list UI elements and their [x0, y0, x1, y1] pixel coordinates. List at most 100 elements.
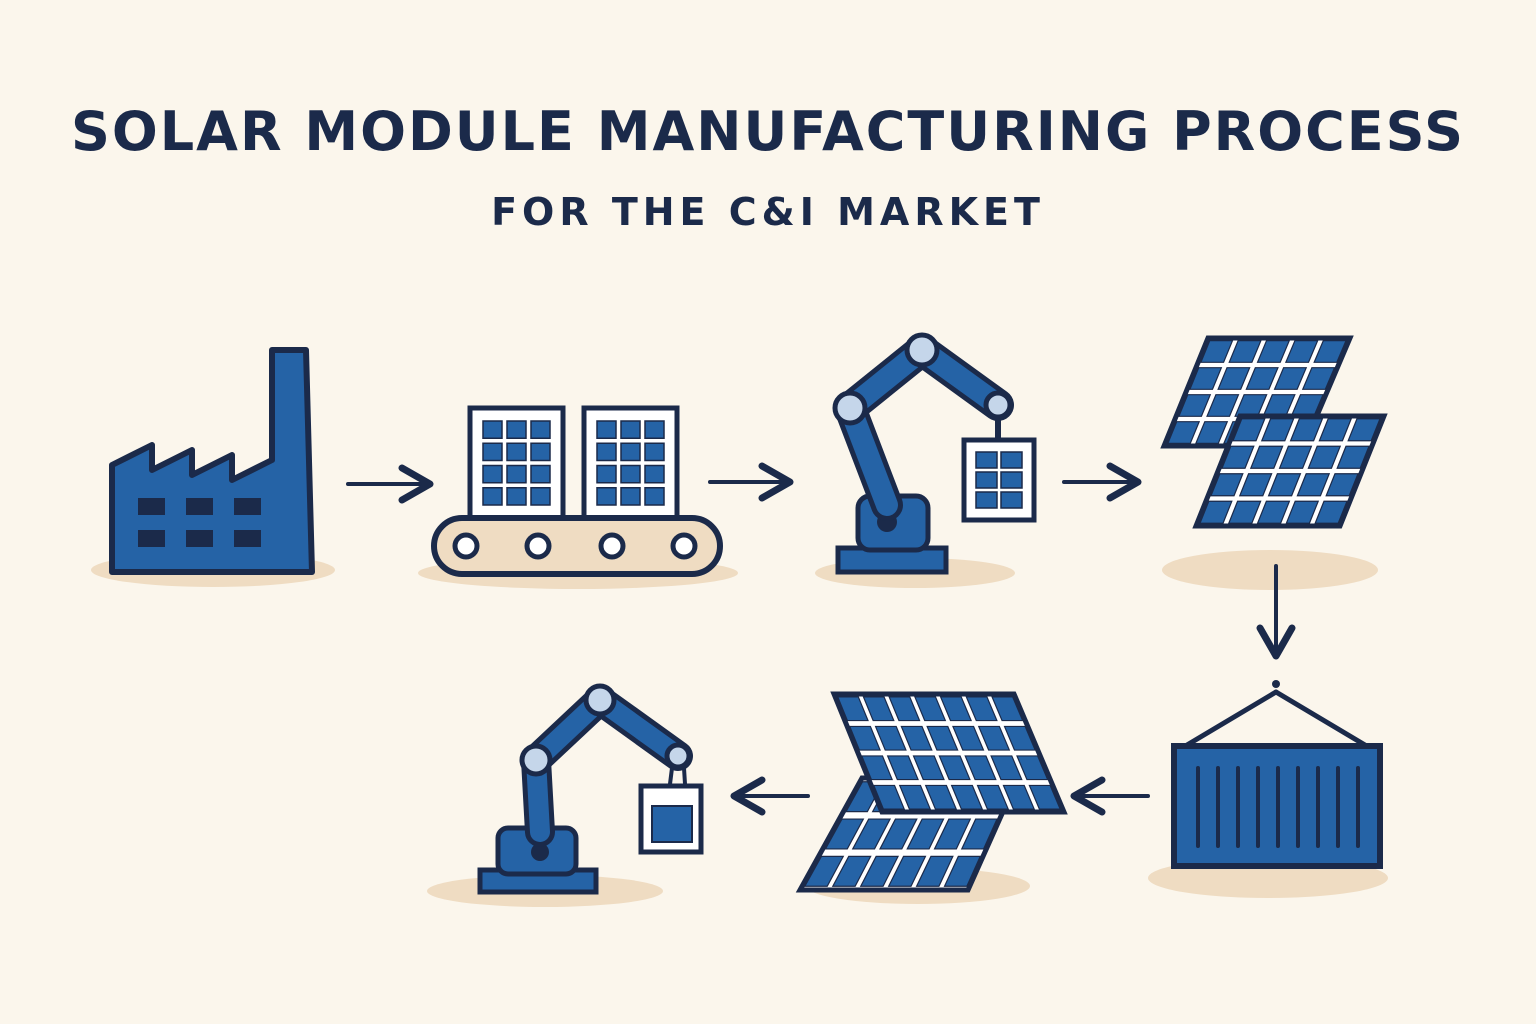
solar-cell: [530, 420, 551, 439]
solar-cell: [1217, 367, 1251, 390]
solar-cell: [879, 818, 918, 850]
solar-cell: [620, 464, 641, 484]
solar-cell: [644, 442, 665, 462]
solar-cell: [620, 420, 641, 439]
solar-cell: [1296, 473, 1331, 497]
solar-cell: [1200, 340, 1234, 363]
solar-cell: [596, 420, 617, 439]
solar-cell: [1285, 500, 1320, 524]
solar-cell: [1284, 340, 1319, 363]
solar-cell: [1314, 500, 1348, 524]
solar-cell: [926, 725, 959, 751]
solar-cell: [1199, 500, 1233, 524]
solar-cell: [1249, 445, 1284, 469]
solar-cell: [620, 487, 641, 506]
step-robotic-arm-final: [427, 683, 704, 907]
solar-cell: [874, 725, 907, 751]
solar-cell: [939, 696, 973, 722]
page-subtitle: FOR THE C&I MARKET: [491, 190, 1045, 234]
solar-cell: [906, 818, 945, 850]
solar-cell: [620, 442, 641, 462]
solar-cell: [976, 784, 1010, 810]
solar-cell: [644, 420, 665, 439]
solar-cell: [1307, 445, 1342, 469]
solar-cell: [482, 487, 503, 506]
solar-cell: [938, 755, 971, 781]
solar-cell: [1221, 445, 1255, 469]
solar-cell: [1267, 473, 1302, 497]
step-panels-stack: [1160, 335, 1388, 590]
solar-cell: [530, 442, 551, 462]
solar-cell: [975, 491, 998, 509]
solar-cell: [1245, 367, 1279, 390]
solar-cell: [964, 755, 997, 781]
solar-cell: [1318, 418, 1353, 442]
solar-cell: [851, 818, 892, 850]
solar-cell: [1195, 421, 1229, 444]
robotic-arm-icon: [477, 683, 704, 895]
solar-cell: [831, 855, 872, 887]
solar-cell: [1167, 421, 1201, 444]
solar-cell: [1256, 340, 1291, 363]
solar-cell: [506, 464, 527, 484]
solar-cell: [836, 696, 869, 722]
solar-cell: [1016, 755, 1049, 781]
solar-cell: [506, 420, 527, 439]
page-title: SOLAR MODULE MANUFACTURING PROCESS: [70, 100, 1466, 163]
solar-cell: [1000, 451, 1023, 469]
step-container: [1148, 680, 1388, 898]
solar-cell: [530, 464, 551, 484]
solar-cell: [950, 784, 984, 810]
solar-cell: [862, 696, 895, 722]
solar-panels-icon: [1160, 335, 1388, 529]
factory-icon: [109, 347, 315, 575]
solar-cell: [1000, 491, 1023, 509]
solar-cell: [898, 784, 932, 810]
solar-cell: [872, 784, 906, 810]
solar-cell: [1228, 340, 1262, 363]
conveyor-belt-icon: [431, 405, 723, 577]
solar-cell: [1336, 445, 1370, 469]
step-conveyor: [418, 405, 738, 589]
solar-cell: [1301, 367, 1336, 390]
solar-cell: [1003, 725, 1037, 751]
solar-cell: [915, 855, 954, 887]
solar-cell: [960, 818, 998, 850]
solar-cell: [1000, 471, 1023, 489]
solar-cell: [1238, 473, 1273, 497]
solar-cell: [482, 464, 503, 484]
solar-cell: [803, 855, 845, 887]
solar-cell: [530, 487, 551, 506]
solar-cell: [887, 855, 927, 887]
flow-arrows: [346, 462, 1296, 816]
solar-cell: [1260, 418, 1295, 442]
solar-cell: [1028, 784, 1062, 810]
solar-cell: [860, 755, 894, 781]
solar-cell: [859, 855, 900, 887]
solar-cell: [965, 696, 998, 722]
solar-cell: [1278, 445, 1313, 469]
step-factory: [91, 347, 335, 587]
solar-cell: [506, 487, 527, 506]
solar-cell: [482, 442, 503, 462]
step-robotic-arm: [815, 332, 1037, 588]
solar-cell: [912, 755, 945, 781]
step-panels-pair: [795, 691, 1068, 904]
solar-cell: [482, 420, 503, 439]
solar-cell: [1325, 473, 1359, 497]
solar-cell: [1002, 784, 1036, 810]
solar-cell: [596, 442, 617, 462]
ground-shadow: [1162, 550, 1378, 590]
solar-cell: [1232, 418, 1266, 442]
solar-cell: [1273, 367, 1308, 390]
solar-cell: [1210, 473, 1244, 497]
solar-cell: [1289, 418, 1324, 442]
solar-cell: [848, 725, 881, 751]
robotic-arm-icon: [832, 332, 1037, 575]
solar-cell: [990, 755, 1023, 781]
solar-cell: [1206, 394, 1240, 417]
solar-cell: [991, 696, 1024, 722]
solar-cell: [596, 464, 617, 484]
